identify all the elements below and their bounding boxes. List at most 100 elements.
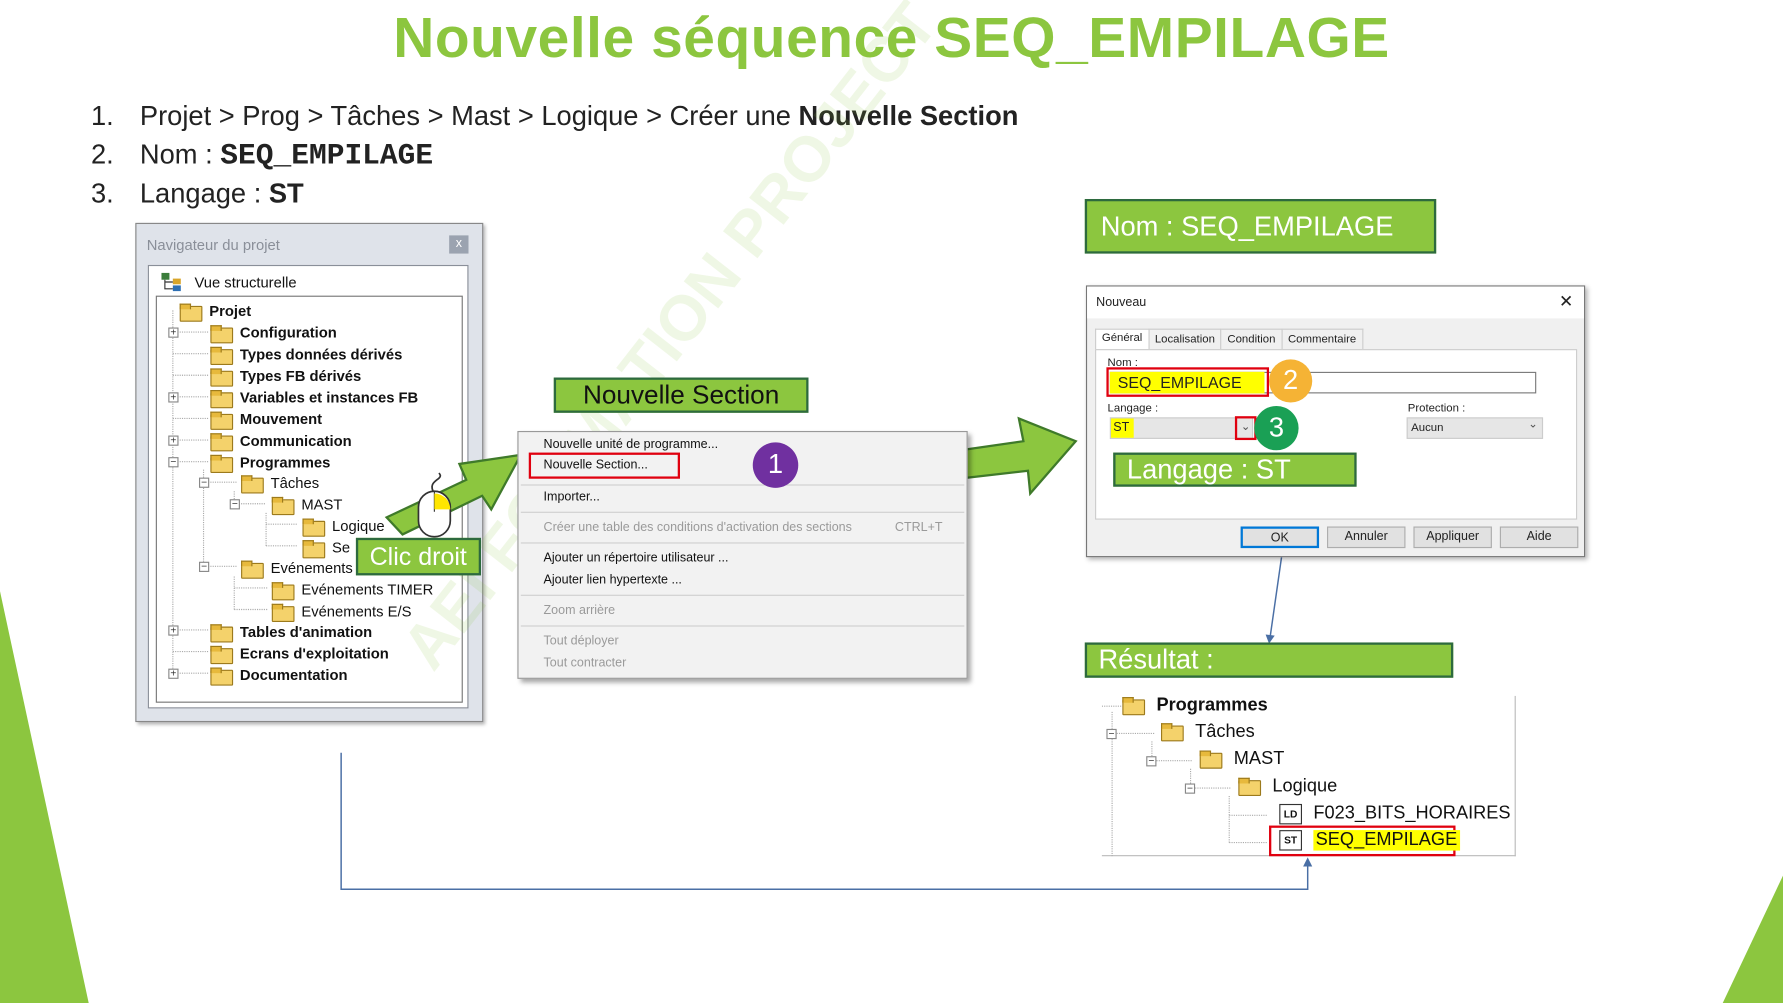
folder-icon [241,474,264,493]
dialog-close-button[interactable]: ✕ [1558,292,1574,312]
langage-banner: Langage : ST [1113,452,1357,487]
tree-label: Evénements [270,559,353,577]
menu-item-ajouter-lien[interactable]: Ajouter lien hypertexte ... [543,573,682,587]
folder-icon [210,367,234,387]
result-item-mast[interactable]: MAST [1199,749,1284,769]
tree-label: Communication [239,432,352,450]
step-1: 1.Projet > Prog > Tâches > Mast > Logiqu… [91,98,1018,137]
navigator-close-button[interactable]: x [449,235,469,254]
structural-view-label: Vue structurelle [194,273,297,291]
tree-item-documentation[interactable]: Documentation [210,664,348,686]
tree-item-logique[interactable]: Logique [302,515,385,537]
collapse-icon[interactable]: − [168,457,179,468]
folder-icon [271,603,295,622]
tree-item-taches[interactable]: Tâches [241,472,319,494]
collapse-icon[interactable]: − [198,477,210,488]
tab-commentaire[interactable]: Commentaire [1282,328,1364,350]
tree-item-types-fb[interactable]: Types FB dérivés [210,365,361,387]
menu-item-ajouter-repertoire[interactable]: Ajouter un répertoire utilisateur ... [543,551,729,566]
menu-item-zoom-arriere[interactable]: Zoom arrière [543,603,616,618]
tree-item-configuration[interactable]: Configuration [210,322,337,344]
tree-item-evenements-es[interactable]: Evénements E/S [271,600,411,622]
tree-label: Programmes [239,453,331,471]
menu-item-tout-contracter[interactable]: Tout contracter [543,656,627,670]
expand-icon[interactable]: + [168,668,179,679]
folder-icon [210,623,234,642]
tree-label: Documentation [239,666,348,684]
tree-label: F023_BITS_HORAIRES [1313,803,1511,824]
menu-item-nouvelle-unite[interactable]: Nouvelle unité de programme... [543,437,719,452]
folder-icon [179,303,203,322]
tree-item-evenements[interactable]: Evénements [241,557,353,579]
tree-item-types-donnees[interactable]: Types données dérivés [210,343,402,365]
nouvelle-section-label: Nouvelle Section [553,377,809,413]
annuler-button[interactable]: Annuler [1327,526,1406,549]
tree-label: Se [332,538,351,557]
collapse-icon[interactable]: − [229,499,240,510]
tree-item-evenements-timer[interactable]: Evénements TIMER [271,579,433,601]
dialog-titlebar: Nouveau ✕ [1087,286,1585,319]
step-3: 3.Langage : ST [91,175,1018,214]
folder-icon [210,454,234,473]
expand-icon[interactable]: + [168,435,179,446]
tree-label: Types données dérivés [239,345,403,363]
tree-label: Tâches [1195,722,1255,742]
aide-button[interactable]: Aide [1499,526,1579,549]
menu-item-importer[interactable]: Importer... [543,490,600,504]
tree-item-communication[interactable]: Communication [210,430,352,452]
step-bold: Nouvelle Section [798,101,1019,132]
structural-view-header[interactable]: Vue structurelle [160,272,297,292]
collapse-icon[interactable]: − [1146,756,1157,767]
tree-item-programmes[interactable]: Programmes [210,451,330,473]
ok-button[interactable]: OK [1240,526,1320,549]
menu-separator [520,484,965,486]
clic-droit-label: Clic droit [355,537,481,576]
langage-select[interactable] [1109,417,1254,439]
menu-item-tout-deployer[interactable]: Tout déployer [543,634,619,649]
tree-item-tables-animation[interactable]: Tables d'animation [210,621,372,643]
collapse-icon[interactable]: − [1184,783,1196,794]
folder-icon [1122,696,1147,715]
folder-icon [210,346,234,365]
tree-item-mouvement[interactable]: Mouvement [210,408,322,430]
tree-label: Ecrans d'exploitation [239,644,389,662]
protection-select[interactable]: Aucun [1406,417,1544,439]
tab-condition[interactable]: Condition [1221,328,1283,350]
tab-general[interactable]: Général [1095,328,1150,350]
folder-icon [210,666,234,686]
folder-icon [1238,777,1263,796]
tree-item-projet[interactable]: Projet [179,300,252,322]
folder-icon [271,496,295,515]
step-text: Nom : [139,139,221,171]
tree-item-ecrans[interactable]: Ecrans d'exploitation [210,642,389,664]
tree-label: Logique [332,517,385,535]
expand-icon[interactable]: + [168,327,179,338]
collapse-icon[interactable]: − [198,561,210,572]
menu-item-nouvelle-section[interactable]: Nouvelle Section... [543,458,648,472]
collapse-icon[interactable]: − [1106,728,1117,740]
appliquer-button[interactable]: Appliquer [1413,526,1492,549]
result-item-taches[interactable]: Tâches [1160,722,1255,742]
result-item-programmes[interactable]: Programmes [1122,696,1268,716]
tree-item-mast[interactable]: MAST [271,494,343,516]
tree-label: MAST [301,495,343,513]
expand-icon[interactable]: + [168,392,179,403]
tree-item-variables[interactable]: Variables et instances FB [210,387,418,409]
menu-item-creer-table[interactable]: Créer une table des conditions d'activat… [543,520,852,535]
step-number: 2. [90,139,114,171]
tab-localisation[interactable]: Localisation [1149,328,1222,350]
step-badge-1: 1 [752,442,799,488]
tree-label: Projet [209,302,252,320]
result-item-logique[interactable]: Logique [1238,777,1337,797]
tree-item-sections[interactable]: Se [302,537,350,559]
folder-icon [210,324,234,343]
expand-icon[interactable]: + [168,625,179,636]
result-item-f023[interactable]: LD F023_BITS_HORAIRES [1279,803,1511,825]
folder-icon [1199,749,1225,769]
tree-label: SEQ_EMPILAGE [1313,830,1460,851]
step-number: 1. [90,101,114,132]
tree-label: Variables et instances FB [239,388,419,406]
langage-label: Langage : [1107,402,1159,416]
ld-icon: LD [1279,803,1303,825]
